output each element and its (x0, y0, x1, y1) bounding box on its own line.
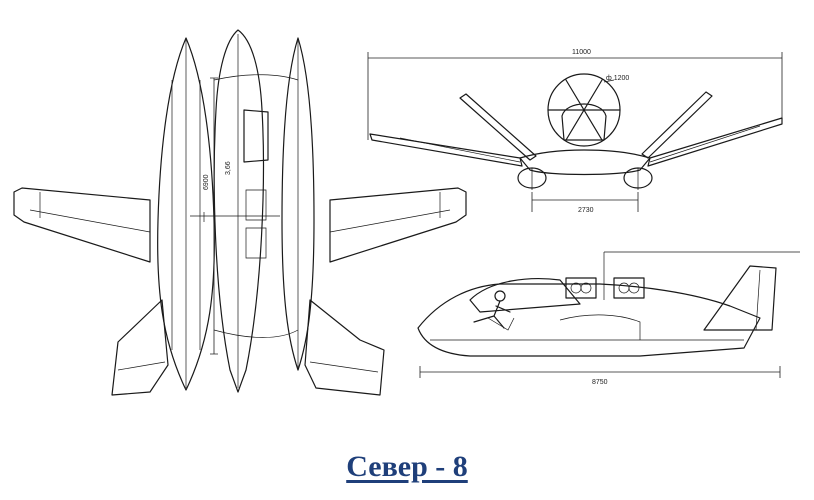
propeller-blades (547, 79, 621, 141)
front-view: 11000 ф 1200 2730 (367, 49, 783, 214)
side-hull (417, 283, 761, 357)
front-fuselage (519, 149, 651, 176)
right-tailplane (304, 299, 385, 396)
engine-right (613, 277, 645, 299)
front-left-wing (369, 133, 523, 167)
caption-title: Север - 8 (346, 450, 468, 483)
left-tailplane (111, 299, 169, 396)
cockpit-canopy (243, 109, 269, 163)
right-boom (281, 37, 315, 371)
pilot-figure (473, 290, 515, 331)
front-right-boom (641, 91, 713, 159)
tail-fin (703, 265, 777, 331)
engine-left (565, 277, 597, 299)
dim-span: 11000 (572, 49, 591, 56)
left-float (157, 37, 215, 391)
side-canopy (469, 278, 581, 313)
dim-prop-diameter: ф 1200 (606, 75, 629, 82)
front-right-wing (647, 117, 783, 167)
front-left-boom (459, 93, 537, 161)
dim-plan-length: 6900 (203, 174, 210, 190)
front-canopy (561, 103, 607, 141)
fuselage (213, 29, 265, 393)
right-wing (329, 187, 467, 263)
dim-length: 8750 (592, 379, 608, 386)
side-view: 8750 (417, 251, 800, 386)
dim-float-track: 2730 (578, 207, 594, 214)
dim-plan-inner: 3,66 (225, 161, 232, 175)
top-view: 6900 3,66 (13, 29, 467, 396)
caption: Север - 8 (0, 450, 814, 484)
left-wing (13, 187, 151, 263)
technical-drawing: 6900 3,66 11000 ф 1200 2730 (13, 29, 800, 396)
